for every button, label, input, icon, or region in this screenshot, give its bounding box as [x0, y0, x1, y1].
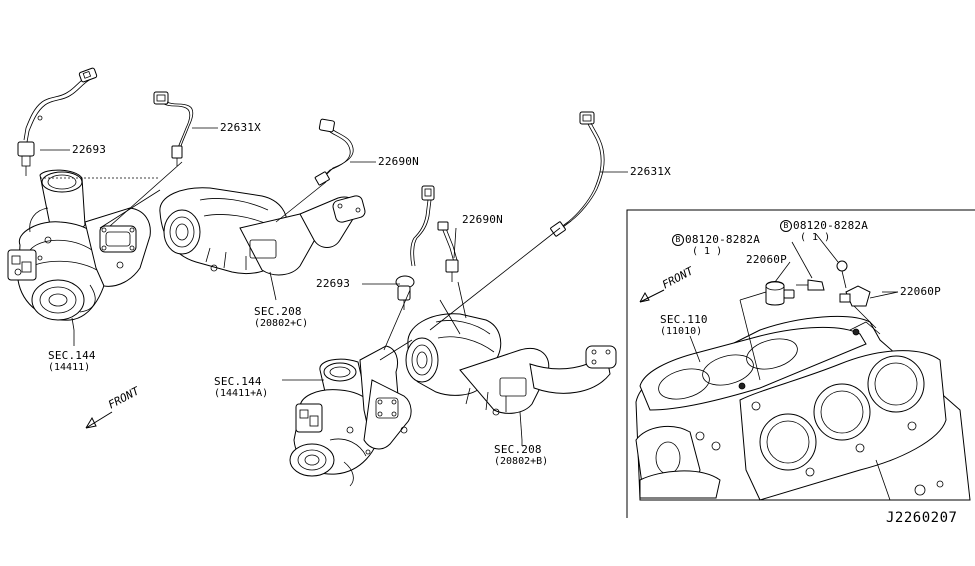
- label-22693-mid: 22693: [316, 277, 351, 290]
- label-leader-lines: [40, 127, 898, 446]
- inset-leader-lines: [689, 233, 899, 381]
- label-22631x-right: 22631X: [630, 165, 671, 178]
- section-110-ref: (11010): [660, 326, 703, 337]
- catalytic-converter-top-illustration: [159, 187, 366, 276]
- label-22060p-right: 22060P: [900, 285, 941, 298]
- bolt-symbol-icon: B: [672, 234, 684, 246]
- sensor-22693-left: [17, 67, 98, 176]
- document-id: J2260207: [886, 510, 958, 526]
- section-110: SEC.110: [660, 313, 708, 326]
- turbocharger-mid-illustration: [289, 345, 412, 487]
- label-22631x-top: 22631X: [220, 121, 261, 134]
- inset-frame: [626, 209, 975, 518]
- bolt-b-part-number: 08120-8282A: [793, 219, 869, 232]
- knock-sensor-right: [836, 260, 871, 307]
- bolt-a-part-number: 08120-8282A: [685, 233, 761, 246]
- engine-block-illustration: [635, 315, 971, 501]
- section-144-left: SEC.144: [48, 349, 96, 362]
- section-208-top: SEC.208: [254, 305, 302, 318]
- label-22690n-mid: 22690N: [462, 213, 503, 226]
- sensor-22690n-mid: [437, 221, 459, 282]
- knock-sensor-left: [765, 279, 825, 306]
- section-144-mid: SEC.144: [214, 375, 262, 388]
- turbocharger-left-illustration: [7, 169, 151, 331]
- front-arrow-left: [85, 411, 113, 429]
- section-208-top-ref: (20802+C): [254, 318, 309, 329]
- front-arrow-right: [639, 289, 665, 303]
- bolt-b-quantity: ( 1 ): [800, 232, 831, 243]
- bolt-a-quantity: ( 1 ): [692, 246, 723, 257]
- bolt-symbol-icon: B: [780, 220, 792, 232]
- mid-group-leader-lines: [379, 227, 561, 441]
- catalytic-converter-bottom-illustration: [405, 313, 617, 416]
- label-22060p-left: 22060P: [746, 253, 787, 266]
- sensor-22631x-top: [153, 91, 194, 166]
- sensor-22631x-right: [550, 111, 605, 237]
- section-144-mid-ref: (14411+A): [214, 388, 269, 399]
- label-22693-left: 22693: [72, 143, 107, 156]
- label-22690n-top: 22690N: [378, 155, 419, 168]
- sensor-22690n-top: [314, 118, 354, 186]
- section-144-left-ref: (14411): [48, 362, 91, 373]
- section-208-bottom-ref: (20802+B): [494, 456, 549, 467]
- sensor-22693-mid: [395, 185, 435, 310]
- section-208-bottom: SEC.208: [494, 443, 542, 456]
- left-group-leader-lines: [40, 161, 327, 346]
